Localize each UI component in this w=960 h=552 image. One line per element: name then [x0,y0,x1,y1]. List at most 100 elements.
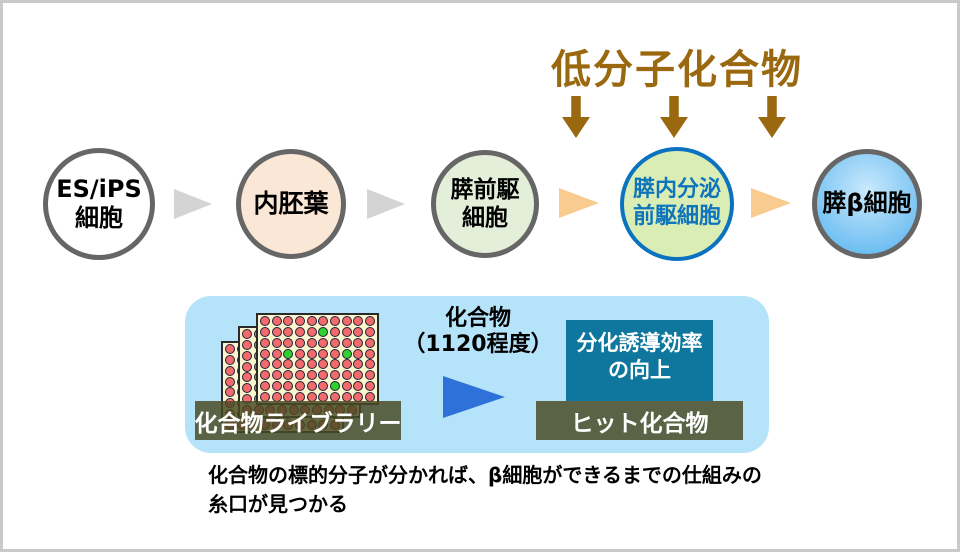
well [365,380,376,391]
well [259,380,270,391]
well [294,370,305,381]
cell-label: 内胚葉 [253,188,329,218]
well [306,380,317,391]
well [365,359,376,370]
right-arrow-icon [559,188,599,218]
well [259,337,270,348]
well [353,380,364,391]
well [224,344,235,355]
well [241,372,252,383]
well [330,316,341,327]
well [294,316,305,327]
well [318,337,329,348]
compound-title: 低分子化合物 [551,47,803,93]
well [259,327,270,338]
well [283,359,294,370]
well-hit [283,348,294,359]
cell-es-ips: ES/iPS 細胞 [43,148,155,260]
well-hit [330,380,341,391]
screen-arrow-icon [443,376,505,418]
screening-panel: 化合物ライブラリー 化合物 （1120程度） 分化誘導効率 の向上 ヒット化合物 [185,296,769,453]
hit-label-text: ヒット化合物 [570,410,709,437]
well [365,337,376,348]
down-arrow-icon [758,96,786,138]
microplate [256,313,379,405]
well [353,337,364,348]
well [318,316,329,327]
cell-label: 膵β細胞 [822,189,912,218]
cell-pancreatic-progenitor: 膵前駆 細胞 [431,150,539,258]
well [271,359,282,370]
well [271,316,282,327]
well-hit [318,327,329,338]
well [283,316,294,327]
compound-count-note: 化合物 （1120程度） [403,306,553,357]
well [259,370,270,381]
right-arrow-icon [751,188,791,218]
well [271,337,282,348]
well [306,316,317,327]
cell-endocrine-progenitor: 膵内分泌 前駆細胞 [620,147,734,261]
well [241,361,252,372]
cell-label: 膵前駆 細胞 [450,176,520,231]
well [259,348,270,359]
well [271,348,282,359]
well [318,348,329,359]
well [224,376,235,387]
cell-label: ES/iPS 細胞 [56,174,142,232]
cell-endoderm: 内胚葉 [236,149,346,259]
well [259,359,270,370]
well [224,355,235,366]
well [365,327,376,338]
caption-text: 化合物の標的分子が分かれば、β細胞ができるまでの仕組みの 糸口が見つかる [208,463,762,516]
well [353,370,364,381]
well [341,380,352,391]
well [294,337,305,348]
well [241,329,252,340]
well [318,380,329,391]
well [353,327,364,338]
well [224,365,235,376]
well [294,359,305,370]
well [294,327,305,338]
well [294,380,305,391]
well [341,370,352,381]
well [271,380,282,391]
well-hit [341,348,352,359]
well [271,370,282,381]
library-label-text: 化合物ライブラリー [194,410,402,437]
well [330,348,341,359]
library-label: 化合物ライブラリー [194,401,402,440]
well [341,327,352,338]
well [241,383,252,394]
well [341,337,352,348]
hit-compound-label: ヒット化合物 [536,401,743,440]
well [318,370,329,381]
well [330,337,341,348]
well [283,337,294,348]
well [224,387,235,398]
result-box: 分化誘導効率 の向上 [566,320,713,401]
well [353,359,364,370]
right-arrow-icon [174,189,212,219]
cell-beta: 膵β細胞 [812,149,922,259]
cell-label: 膵内分泌 前駆細胞 [632,177,721,229]
well [241,350,252,361]
well [283,380,294,391]
well [365,370,376,381]
well [259,316,270,327]
well [306,370,317,381]
right-arrow-icon [367,189,405,219]
well [341,316,352,327]
well [365,348,376,359]
well [283,370,294,381]
well [330,327,341,338]
down-arrow-icon [562,96,590,138]
well [318,359,329,370]
well [353,348,364,359]
well [306,359,317,370]
well [271,327,282,338]
well [241,340,252,351]
well [330,359,341,370]
